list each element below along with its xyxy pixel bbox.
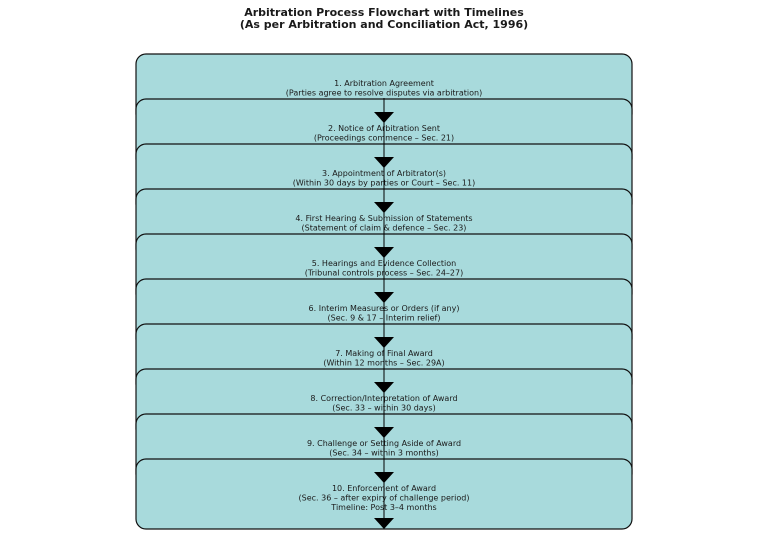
chart-title-line-1: Arbitration Process Flowchart with Timel… xyxy=(244,6,524,19)
arrowhead xyxy=(374,518,394,529)
arrowhead xyxy=(374,337,394,348)
arrowhead xyxy=(374,202,394,213)
step-title: 1. Arbitration Agreement xyxy=(334,79,434,88)
arrowhead xyxy=(374,382,394,393)
arrowhead xyxy=(374,292,394,303)
arrowhead xyxy=(374,247,394,258)
arrowhead xyxy=(374,427,394,438)
step-connectors xyxy=(374,98,394,529)
arrowhead xyxy=(374,112,394,123)
arrowhead xyxy=(374,472,394,483)
arrowhead xyxy=(374,157,394,168)
step-detail: (Parties agree to resolve disputes via a… xyxy=(286,89,482,98)
chart-title-line-2: (As per Arbitration and Conciliation Act… xyxy=(240,18,528,31)
